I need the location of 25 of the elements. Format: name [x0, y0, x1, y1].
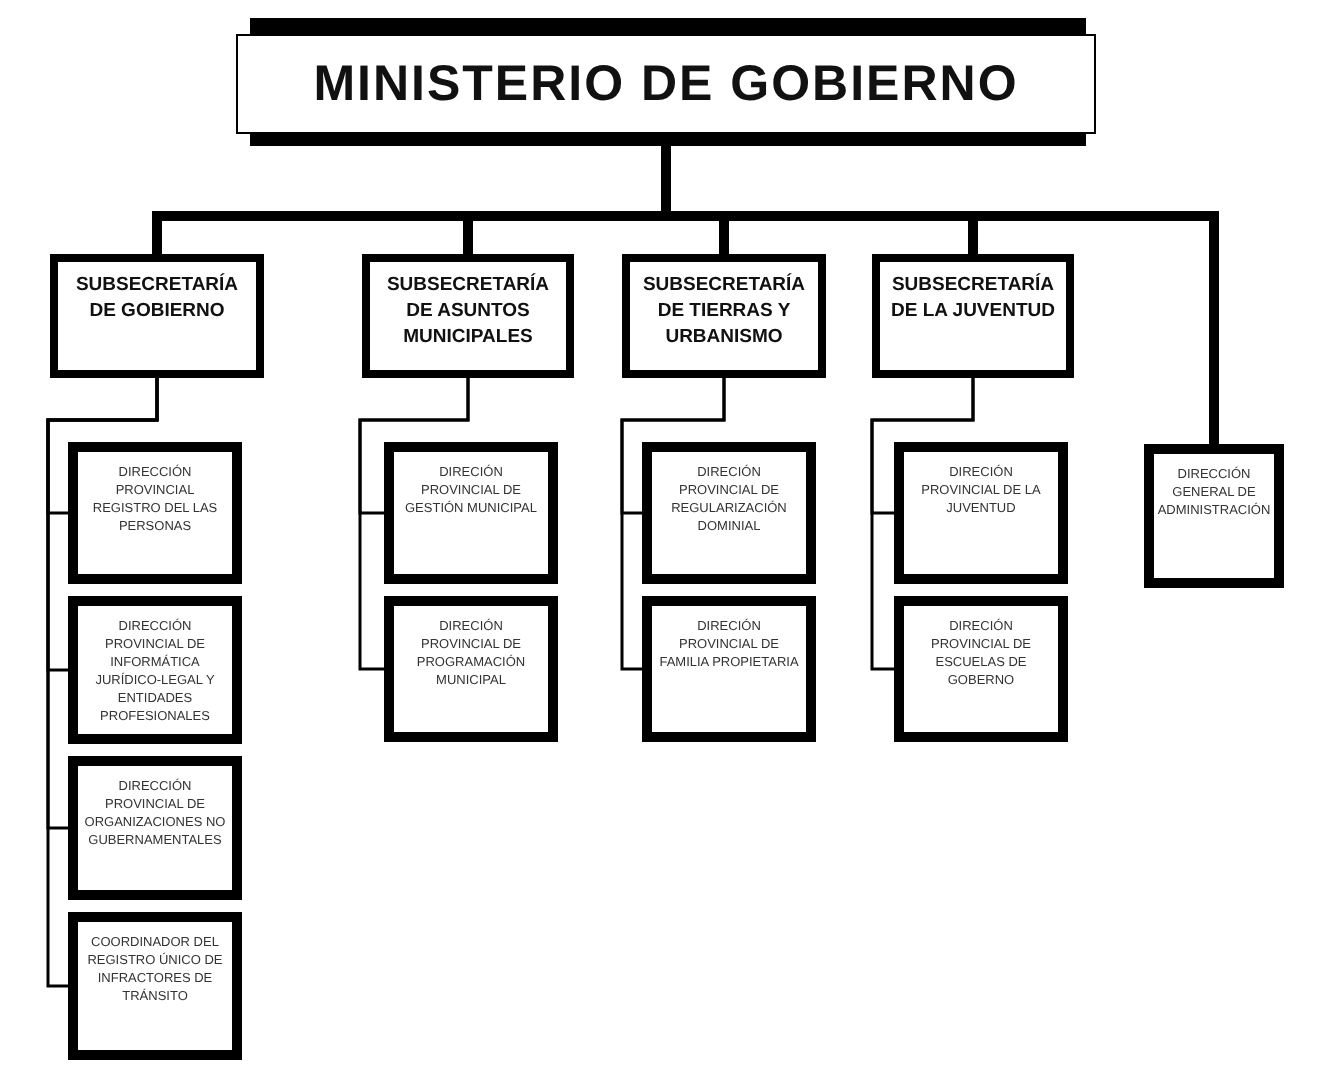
unit-name: SUBSECRETARÍA DE TIERRAS Y URBANISMO — [640, 274, 808, 351]
org-box — [68, 442, 242, 584]
org-box — [384, 442, 558, 584]
unit-name: SUBSECRETARÍA DE LA JUVENTUD — [889, 274, 1057, 326]
org-box — [894, 442, 1068, 584]
org-box — [68, 756, 242, 900]
connector-line — [358, 378, 470, 671]
org-box — [642, 596, 816, 742]
org-box — [68, 596, 242, 744]
org-box — [872, 254, 1074, 378]
org-box — [1144, 444, 1284, 588]
unit-name: SUBSECRETARÍA DE GOBIERNO — [73, 274, 241, 326]
org-box — [236, 34, 1096, 134]
connector-line — [870, 378, 975, 671]
org-box — [68, 912, 242, 1060]
org-box — [362, 254, 574, 378]
connector-line — [46, 378, 159, 988]
org-box — [894, 596, 1068, 742]
org-box — [50, 254, 264, 378]
unit-name: MINISTERIO DE GOBIERNO — [313, 55, 1019, 113]
connector-line — [620, 378, 726, 671]
org-box — [384, 596, 558, 742]
org-box — [622, 254, 826, 378]
unit-name: SUBSECRETARÍA DE ASUNTOS MUNICIPALES — [384, 274, 552, 351]
org-box — [642, 442, 816, 584]
